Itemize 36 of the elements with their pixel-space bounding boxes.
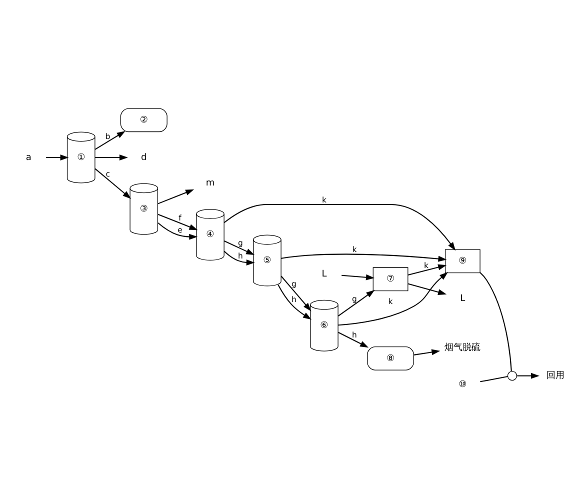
arrow [224, 204, 456, 250]
node-text: 回用 [546, 370, 564, 381]
node-box: ⑧ [367, 346, 414, 370]
arrow [338, 290, 375, 316]
arrow [278, 284, 312, 320]
arrow [224, 250, 255, 265]
arrow [46, 154, 69, 160]
node-text: a [26, 152, 32, 162]
arrow [95, 154, 128, 160]
node-text: m [206, 178, 215, 188]
node-text: 烟气脱硫 [444, 342, 481, 352]
node-box: ⑨ [444, 248, 480, 273]
connector [480, 272, 512, 371]
node-box: ② [120, 108, 168, 132]
arrow [158, 213, 198, 230]
node-text: L [322, 268, 327, 279]
arrow [158, 188, 194, 204]
connector [480, 376, 508, 382]
arrow [158, 222, 198, 240]
arrow [517, 372, 540, 378]
node-text: L [460, 293, 466, 304]
arrow [224, 240, 255, 255]
arrow [94, 168, 132, 198]
arrow [94, 130, 126, 150]
arrow [342, 274, 375, 280]
arrow [408, 264, 447, 275]
node-text: ⑩ [458, 380, 467, 390]
arrow [338, 271, 448, 326]
arrow [281, 253, 447, 262]
node-box: ⑦ [372, 266, 408, 291]
arrow [408, 282, 447, 294]
node-circle [507, 370, 518, 380]
arrow [280, 275, 312, 311]
node-text: d [141, 152, 147, 162]
arrow [414, 348, 440, 355]
arrow [338, 331, 369, 348]
